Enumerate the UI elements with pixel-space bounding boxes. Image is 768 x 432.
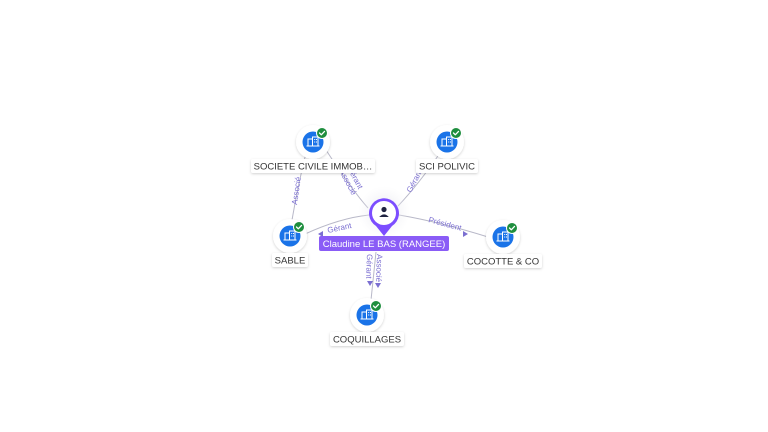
person-name-badge	[319, 236, 449, 251]
company-label-box	[416, 159, 478, 173]
edge-label-coquillages-associe: Associé	[374, 254, 384, 283]
company-label-box	[251, 159, 375, 173]
edge-label-sable-gerant: Gérant	[327, 221, 354, 235]
edge-label-cocotte-president: Président	[427, 215, 463, 233]
edge-sci-immob-sable	[291, 152, 307, 221]
company-node-coquillages[interactable]: COQUILLAGES	[330, 298, 404, 346]
company-node-sable[interactable]: SABLE	[272, 219, 308, 267]
company-label-box	[272, 253, 308, 267]
building-icon	[496, 231, 510, 242]
company-name: SCI POLIVIC	[419, 161, 475, 172]
building-icon	[306, 136, 320, 147]
companies-layer: SOCIETE CIVILE IMMOB… SCI POLIVIC SABLE COC…	[251, 125, 542, 346]
company-name: COQUILLAGES	[333, 334, 401, 345]
check-icon	[293, 221, 305, 233]
company-label-box	[464, 254, 542, 268]
building-icon	[440, 136, 454, 147]
edge-label-coquillages-gerant: Gérant	[364, 254, 374, 280]
company-node-cocotte[interactable]: COCOTTE & CO	[464, 220, 542, 268]
company-name: SABLE	[275, 255, 306, 266]
arrowhead-coquillages-1	[367, 281, 373, 286]
check-icon	[370, 300, 382, 312]
company-name: COCOTTE & CO	[467, 256, 539, 267]
company-node-sci-polivic[interactable]: SCI POLIVIC	[416, 125, 478, 173]
check-icon	[316, 127, 328, 139]
edge-person-coquillages	[370, 251, 377, 301]
company-node-sci-immob[interactable]: SOCIETE CIVILE IMMOB…	[251, 125, 375, 173]
check-icon	[506, 222, 518, 234]
person-icon	[379, 206, 389, 217]
arrowhead-cocotte	[463, 231, 468, 237]
check-icon	[450, 127, 462, 139]
building-icon	[360, 309, 374, 320]
edge-label-sci-immob-sable-associe: Associé	[290, 176, 303, 206]
building-icon	[283, 230, 297, 241]
company-name: SOCIETE CIVILE IMMOB…	[254, 161, 373, 172]
arrowhead-sable	[318, 231, 323, 237]
person-node[interactable]: Claudine LE BAS (RANGEE)	[319, 186, 449, 251]
person-name: Claudine LE BAS (RANGEE)	[323, 239, 446, 250]
person-pin-inner	[372, 201, 396, 225]
arrowhead-coquillages-2	[375, 283, 381, 288]
company-label-box	[330, 332, 404, 346]
